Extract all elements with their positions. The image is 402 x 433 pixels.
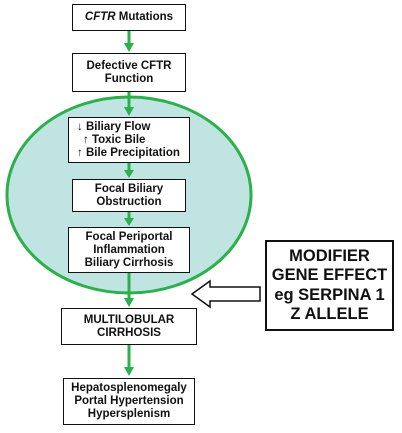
edge-biliary-to-focal <box>124 163 134 178</box>
node-modifier-line-3: eg SERPINA 1 <box>274 285 385 304</box>
node-hepatosplenomegaly: Hepatosplenomegaly Portal Hypertension H… <box>63 378 195 425</box>
node-defective-line-2: Function <box>104 72 154 85</box>
edge-defective-to-biliary <box>124 92 134 116</box>
edge-cftr-to-defective <box>124 31 134 52</box>
edge-periportal-to-multilobular <box>124 273 134 307</box>
node-hepato-line-1: Hepatosplenomegaly <box>71 382 187 394</box>
node-modifier-line-2: GENE EFFECT <box>271 266 388 284</box>
node-multilobular-cirrhosis: MULTILOBULAR CIRRHOSIS <box>61 308 197 345</box>
node-defective-cftr-function: Defective CFTR Function <box>72 53 186 92</box>
node-cftr-mutations: CFTR Mutations <box>72 4 186 31</box>
edge-multilobular-to-hepato <box>124 345 134 376</box>
node-focal-line-1: Focal Biliary <box>94 182 164 195</box>
node-defective-line-1: Defective CFTR <box>86 59 172 72</box>
node-hepato-line-3: Hypersplenism <box>87 408 171 420</box>
node-cftr-rest: Mutations <box>115 11 174 23</box>
node-focal-biliary-obstruction: Focal Biliary Obstruction <box>72 179 186 212</box>
node-biliary-line-1: ↓ Biliary Flow <box>77 120 151 133</box>
node-biliary-line-3: ↑ Bile Precipitation <box>77 146 180 159</box>
node-periportal-line-1: Focal Periportal <box>85 230 173 243</box>
node-modifier-line-1: MODIFIER <box>289 246 370 265</box>
node-cftr-italic: CFTR <box>84 11 116 23</box>
node-modifier-line-4: Z ALLELE <box>290 305 369 323</box>
node-biliary-line-2: ↑ Toxic Bile <box>83 133 146 146</box>
edge-focal-to-periportal <box>124 212 134 226</box>
node-focal-periportal-inflammation: Focal Periportal Inflammation Biliary Ci… <box>68 227 190 273</box>
node-multilobular-line-1: MULTILOBULAR <box>83 313 175 326</box>
node-periportal-line-2: Inflammation <box>93 243 165 256</box>
modifier-hollow-arrow <box>190 279 261 309</box>
node-periportal-line-3: Biliary Cirrhosis <box>84 256 174 269</box>
node-multilobular-line-2: CIRRHOSIS <box>97 326 161 339</box>
node-focal-line-2: Obstruction <box>96 195 162 208</box>
node-biliary-flow: ↓ Biliary Flow ↑ Toxic Bile ↑ Bile Preci… <box>68 117 190 163</box>
node-hepato-line-2: Portal Hypertension <box>74 395 184 407</box>
node-modifier-gene-effect: MODIFIER GENE EFFECT eg SERPINA 1 Z ALLE… <box>265 240 394 331</box>
